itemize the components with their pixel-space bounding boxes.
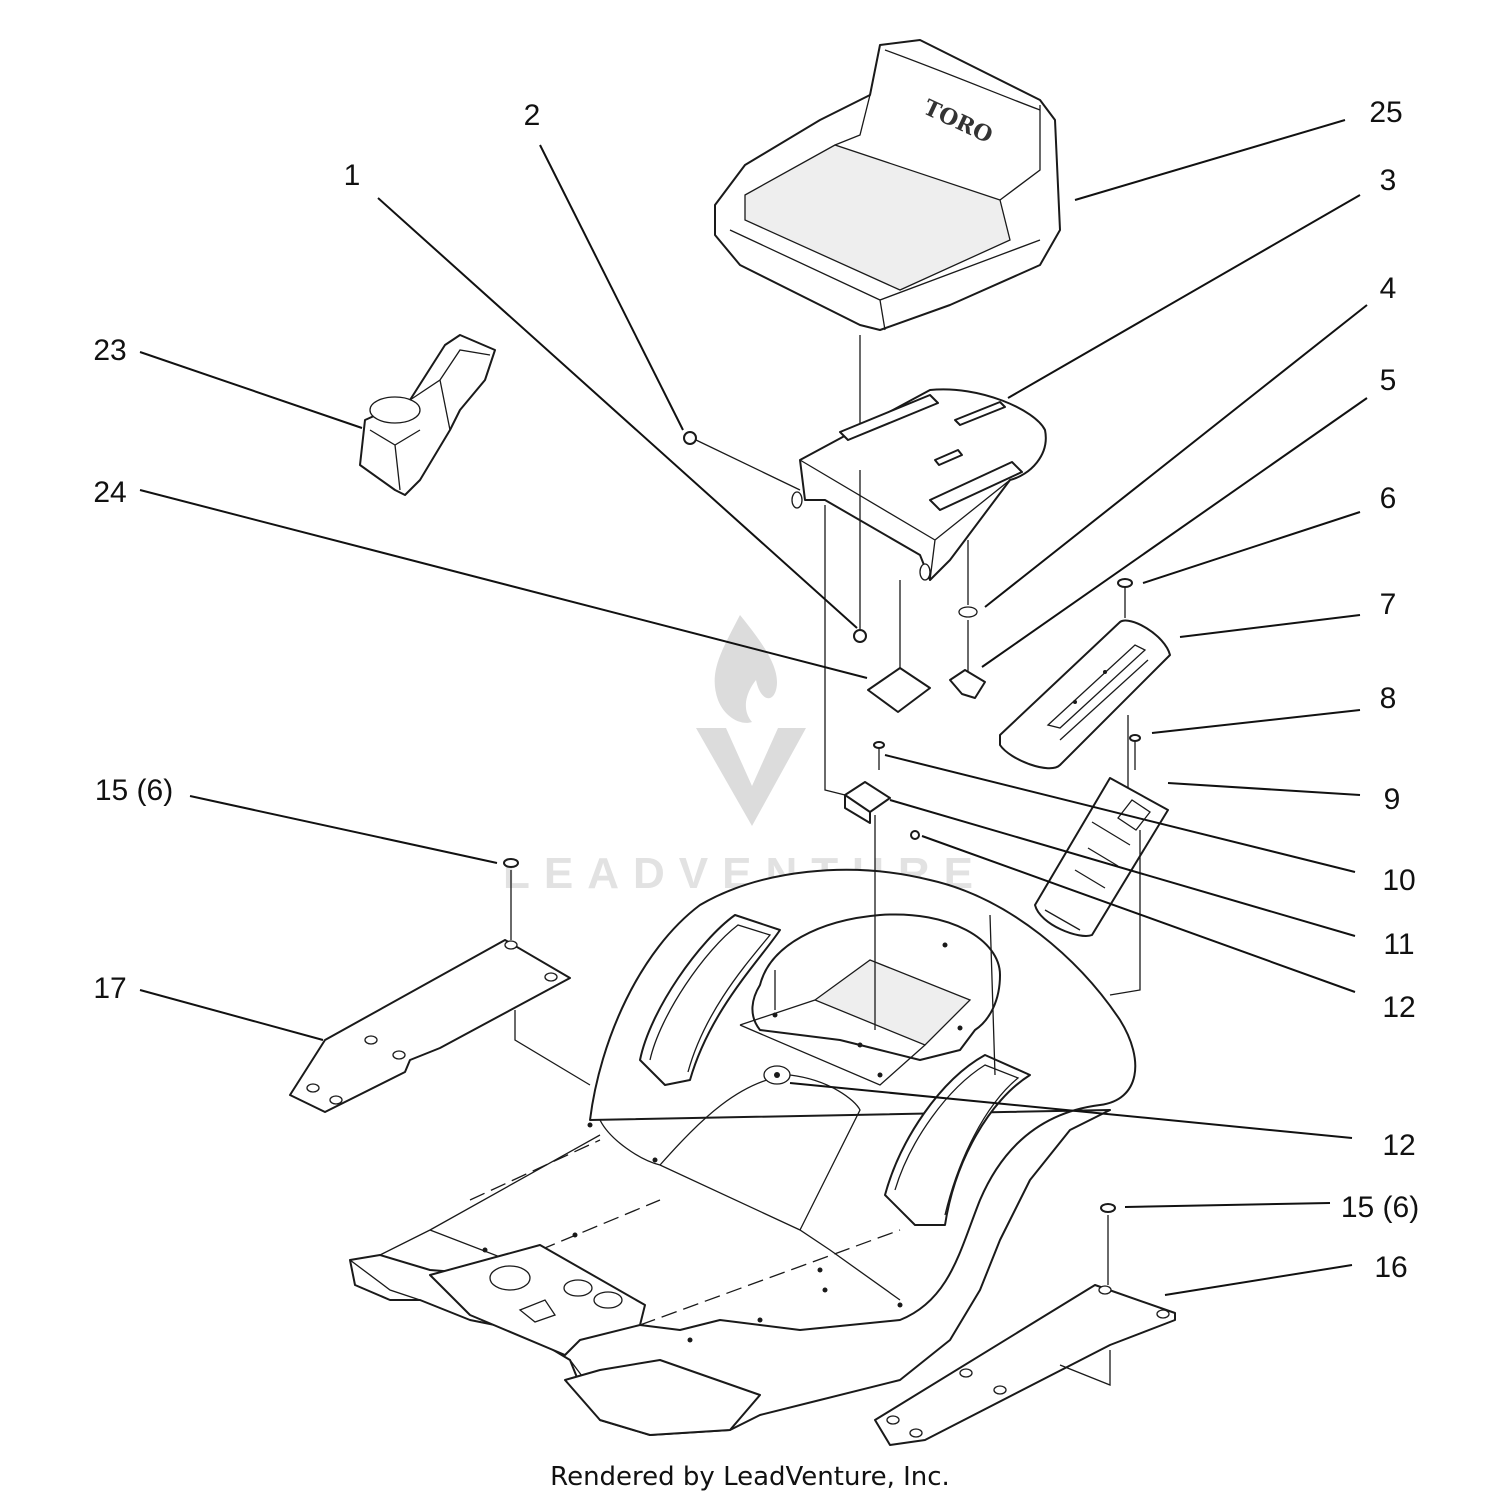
fender-chassis bbox=[349, 868, 1137, 1436]
callout-25: 25 bbox=[1369, 96, 1402, 129]
washer-item-4 bbox=[958, 606, 978, 618]
callout-10: 10 bbox=[1382, 864, 1415, 897]
callout-8: 8 bbox=[1380, 682, 1397, 715]
callout-24: 24 bbox=[93, 476, 126, 509]
leadventure-watermark: LEADVENTURE bbox=[503, 615, 973, 898]
callout-2: 2 bbox=[524, 99, 541, 132]
callout-6: 6 bbox=[1380, 482, 1397, 515]
callout-12-lower: 12 bbox=[1382, 1129, 1415, 1162]
callout-3: 3 bbox=[1380, 164, 1397, 197]
callout-1: 1 bbox=[344, 159, 361, 192]
pin-item-8 bbox=[1127, 715, 1141, 790]
callout-23: 23 bbox=[93, 334, 126, 367]
callout-11: 11 bbox=[1383, 928, 1414, 961]
cup-holder bbox=[359, 334, 496, 496]
callout-15-right: 15 (6) bbox=[1341, 1191, 1419, 1224]
slide-plate-item-7 bbox=[999, 619, 1171, 770]
pin-item-6 bbox=[1117, 578, 1133, 618]
callout-12-upper: 12 bbox=[1382, 991, 1415, 1024]
seat: TORO bbox=[714, 39, 1061, 331]
seat-pan bbox=[791, 388, 1047, 581]
leader-lines bbox=[139, 119, 1368, 1296]
callout-17: 17 bbox=[93, 972, 126, 1005]
bracket-item-11 bbox=[844, 781, 891, 824]
callout-15-left: 15 (6) bbox=[95, 774, 173, 807]
plate-item-16 bbox=[874, 1203, 1176, 1446]
callout-5: 5 bbox=[1380, 364, 1397, 397]
knob-item-5 bbox=[949, 620, 986, 699]
callout-16: 16 bbox=[1374, 1251, 1407, 1284]
screw-item-10 bbox=[873, 741, 885, 770]
footer-credit: Rendered by LeadVenture, Inc. bbox=[550, 1462, 950, 1492]
callout-labels: 1 2 3 4 5 6 7 8 9 10 11 12 12 15 (6) 15 … bbox=[93, 96, 1419, 1284]
nut-item-1 bbox=[853, 470, 867, 643]
bolt-item-2 bbox=[683, 431, 801, 491]
plate-item-17 bbox=[289, 858, 591, 1113]
nut-item-12 bbox=[910, 830, 920, 840]
callout-7: 7 bbox=[1380, 588, 1397, 621]
v-logo-icon bbox=[696, 728, 806, 826]
pad-item-24 bbox=[867, 667, 931, 713]
callout-9: 9 bbox=[1384, 783, 1401, 816]
callout-4: 4 bbox=[1380, 272, 1397, 305]
flame-icon bbox=[714, 615, 778, 723]
chassis-holes bbox=[482, 942, 963, 1343]
